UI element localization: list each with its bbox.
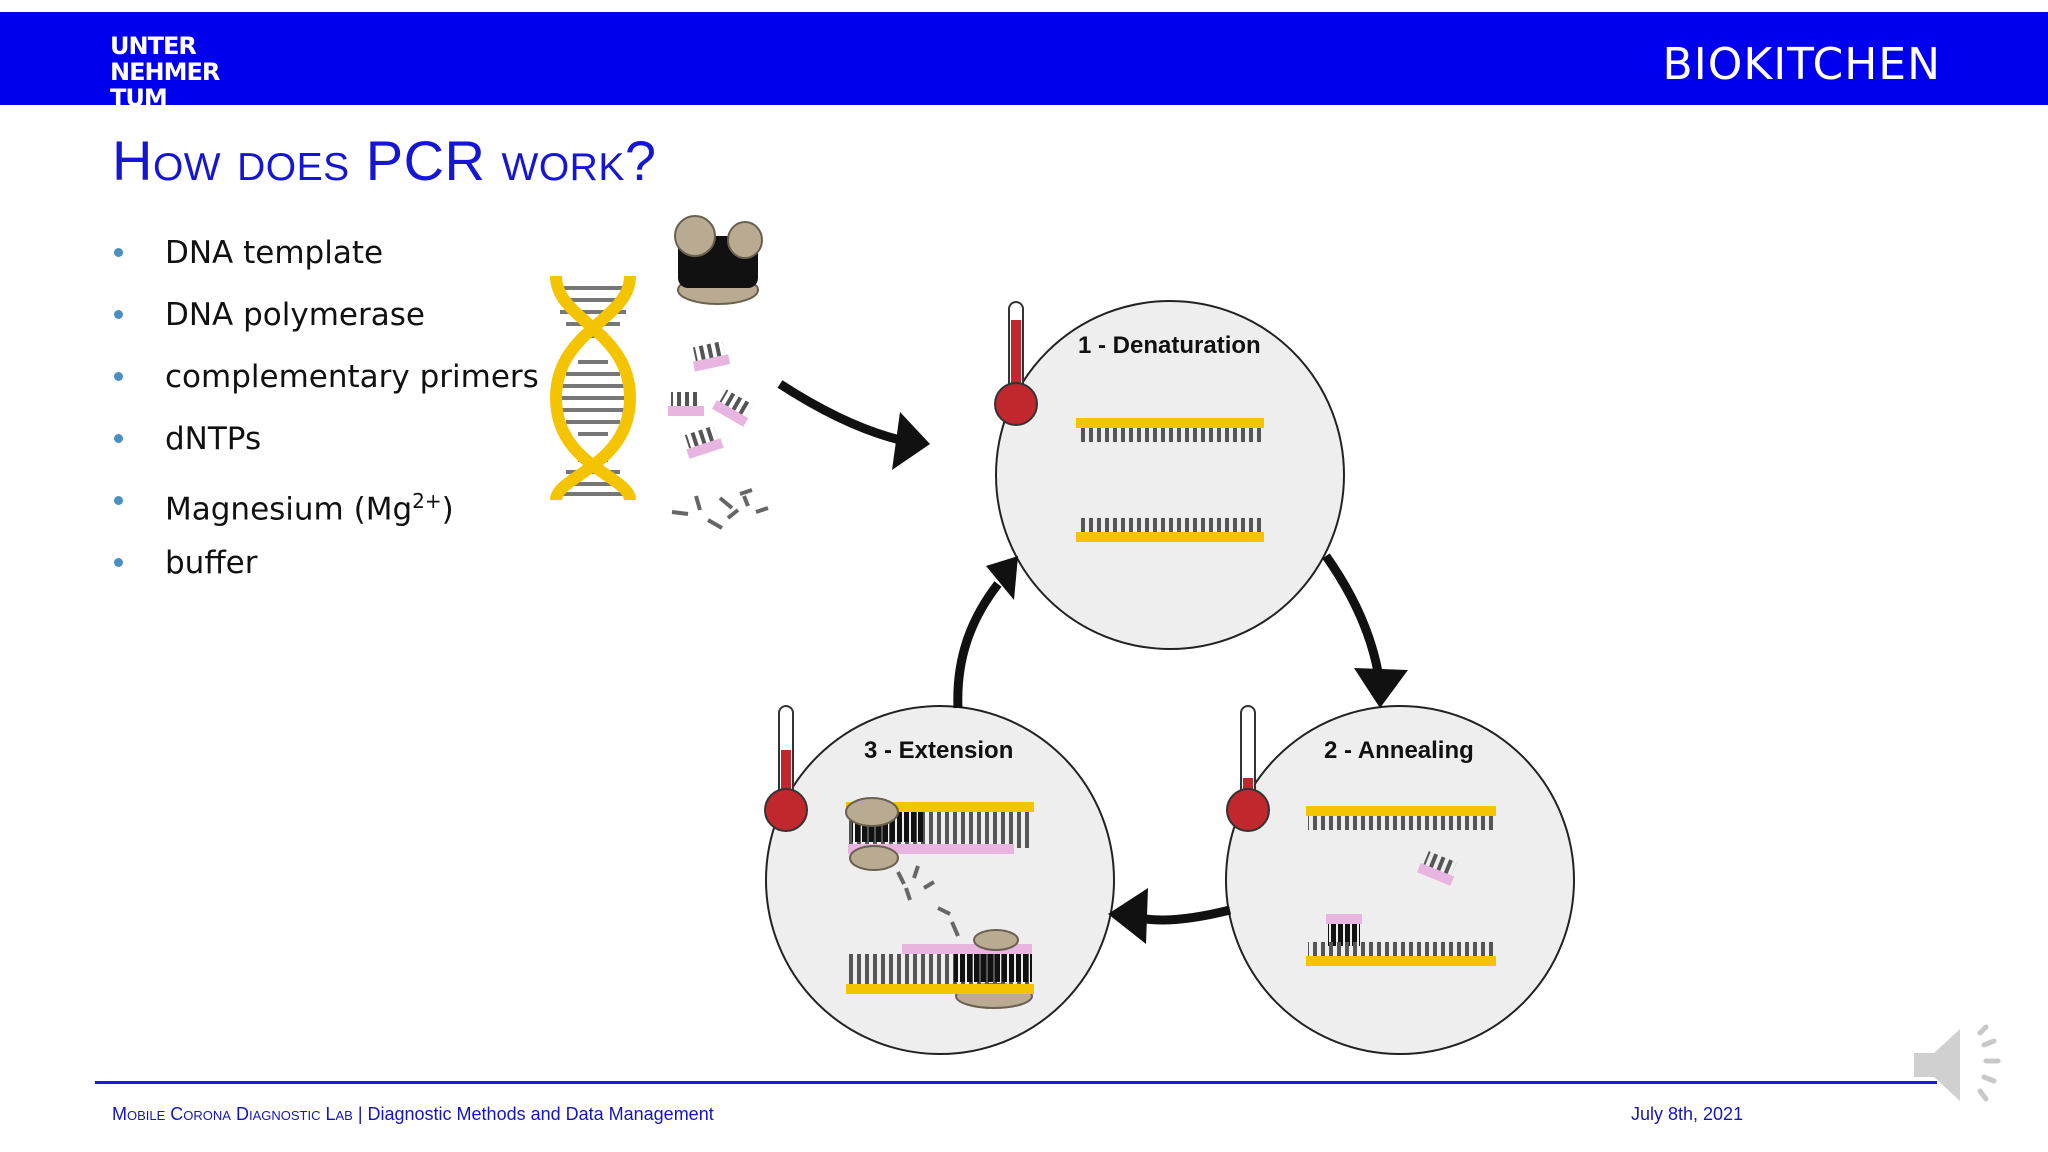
bullet-dna-polymerase: DNA polymerase [110, 292, 539, 354]
footer-divider [95, 1081, 1937, 1084]
magnesium-text: Magnesium (Mg [165, 491, 413, 528]
cycle-arrow-left-icon [953, 556, 1018, 709]
bullet-buffer: buffer [110, 540, 539, 602]
annealing-circle [1225, 705, 1575, 1055]
header-bar: UNTER NEHMER TUM BIOKITCHEN [0, 12, 2048, 111]
magnesium-superscript: 2+ [412, 489, 442, 513]
thermometer-denaturation-icon [994, 301, 1038, 426]
footer-lab-name: Mobile Corona Diagnostic Lab [112, 1104, 353, 1124]
ingredient-list: DNA template DNA polymerase complementar… [110, 230, 539, 602]
denaturation-strands [1076, 418, 1264, 542]
footer-course-title: Mobile Corona Diagnostic Lab | Diagnosti… [112, 1104, 714, 1125]
extension-strands [845, 797, 1034, 1009]
step-label-annealing: 2 - Annealing [1324, 737, 1474, 764]
step-label-extension: 3 - Extension [864, 737, 1013, 764]
magnesium-suffix: ) [441, 491, 454, 528]
denaturation-circle [995, 300, 1345, 650]
footer-date: July 8th, 2021 [1631, 1104, 1744, 1124]
unternehmertum-logo[interactable]: UNTER NEHMER TUM [110, 32, 220, 112]
primers-icon [668, 341, 753, 459]
thermometer-annealing-icon [1226, 705, 1270, 832]
slide-title: How does PCR work? [112, 129, 657, 192]
bullet-dntps: dNTPs [110, 416, 539, 478]
step-label-denaturation: 1 - Denaturation [1078, 332, 1261, 359]
annealing-strands [1306, 806, 1496, 966]
bullet-magnesium: Magnesium (Mg2+) [110, 478, 539, 540]
biokitchen-logo[interactable]: BIOKITCHEN [1662, 39, 1941, 90]
dna-helix-icon [549, 275, 637, 502]
thermometer-extension-icon [764, 705, 808, 832]
logo-line-2: NEHMER [110, 58, 220, 86]
dntps-icon [671, 488, 769, 530]
cycle-arrow-right-icon [1322, 553, 1408, 708]
bullet-dna-template: DNA template [110, 230, 539, 292]
footer-subtitle: | Diagnostic Methods and Data Management [352, 1104, 714, 1124]
polymerase-icon [674, 215, 763, 305]
bullet-primers: complementary primers [110, 354, 539, 416]
logo-line-3: TUM [110, 84, 168, 112]
speaker-icon[interactable] [1906, 1015, 2016, 1115]
logo-line-1: UNTER [110, 32, 197, 60]
cycle-arrow-bottom-icon [1108, 888, 1232, 944]
entry-arrow-icon [777, 380, 902, 445]
